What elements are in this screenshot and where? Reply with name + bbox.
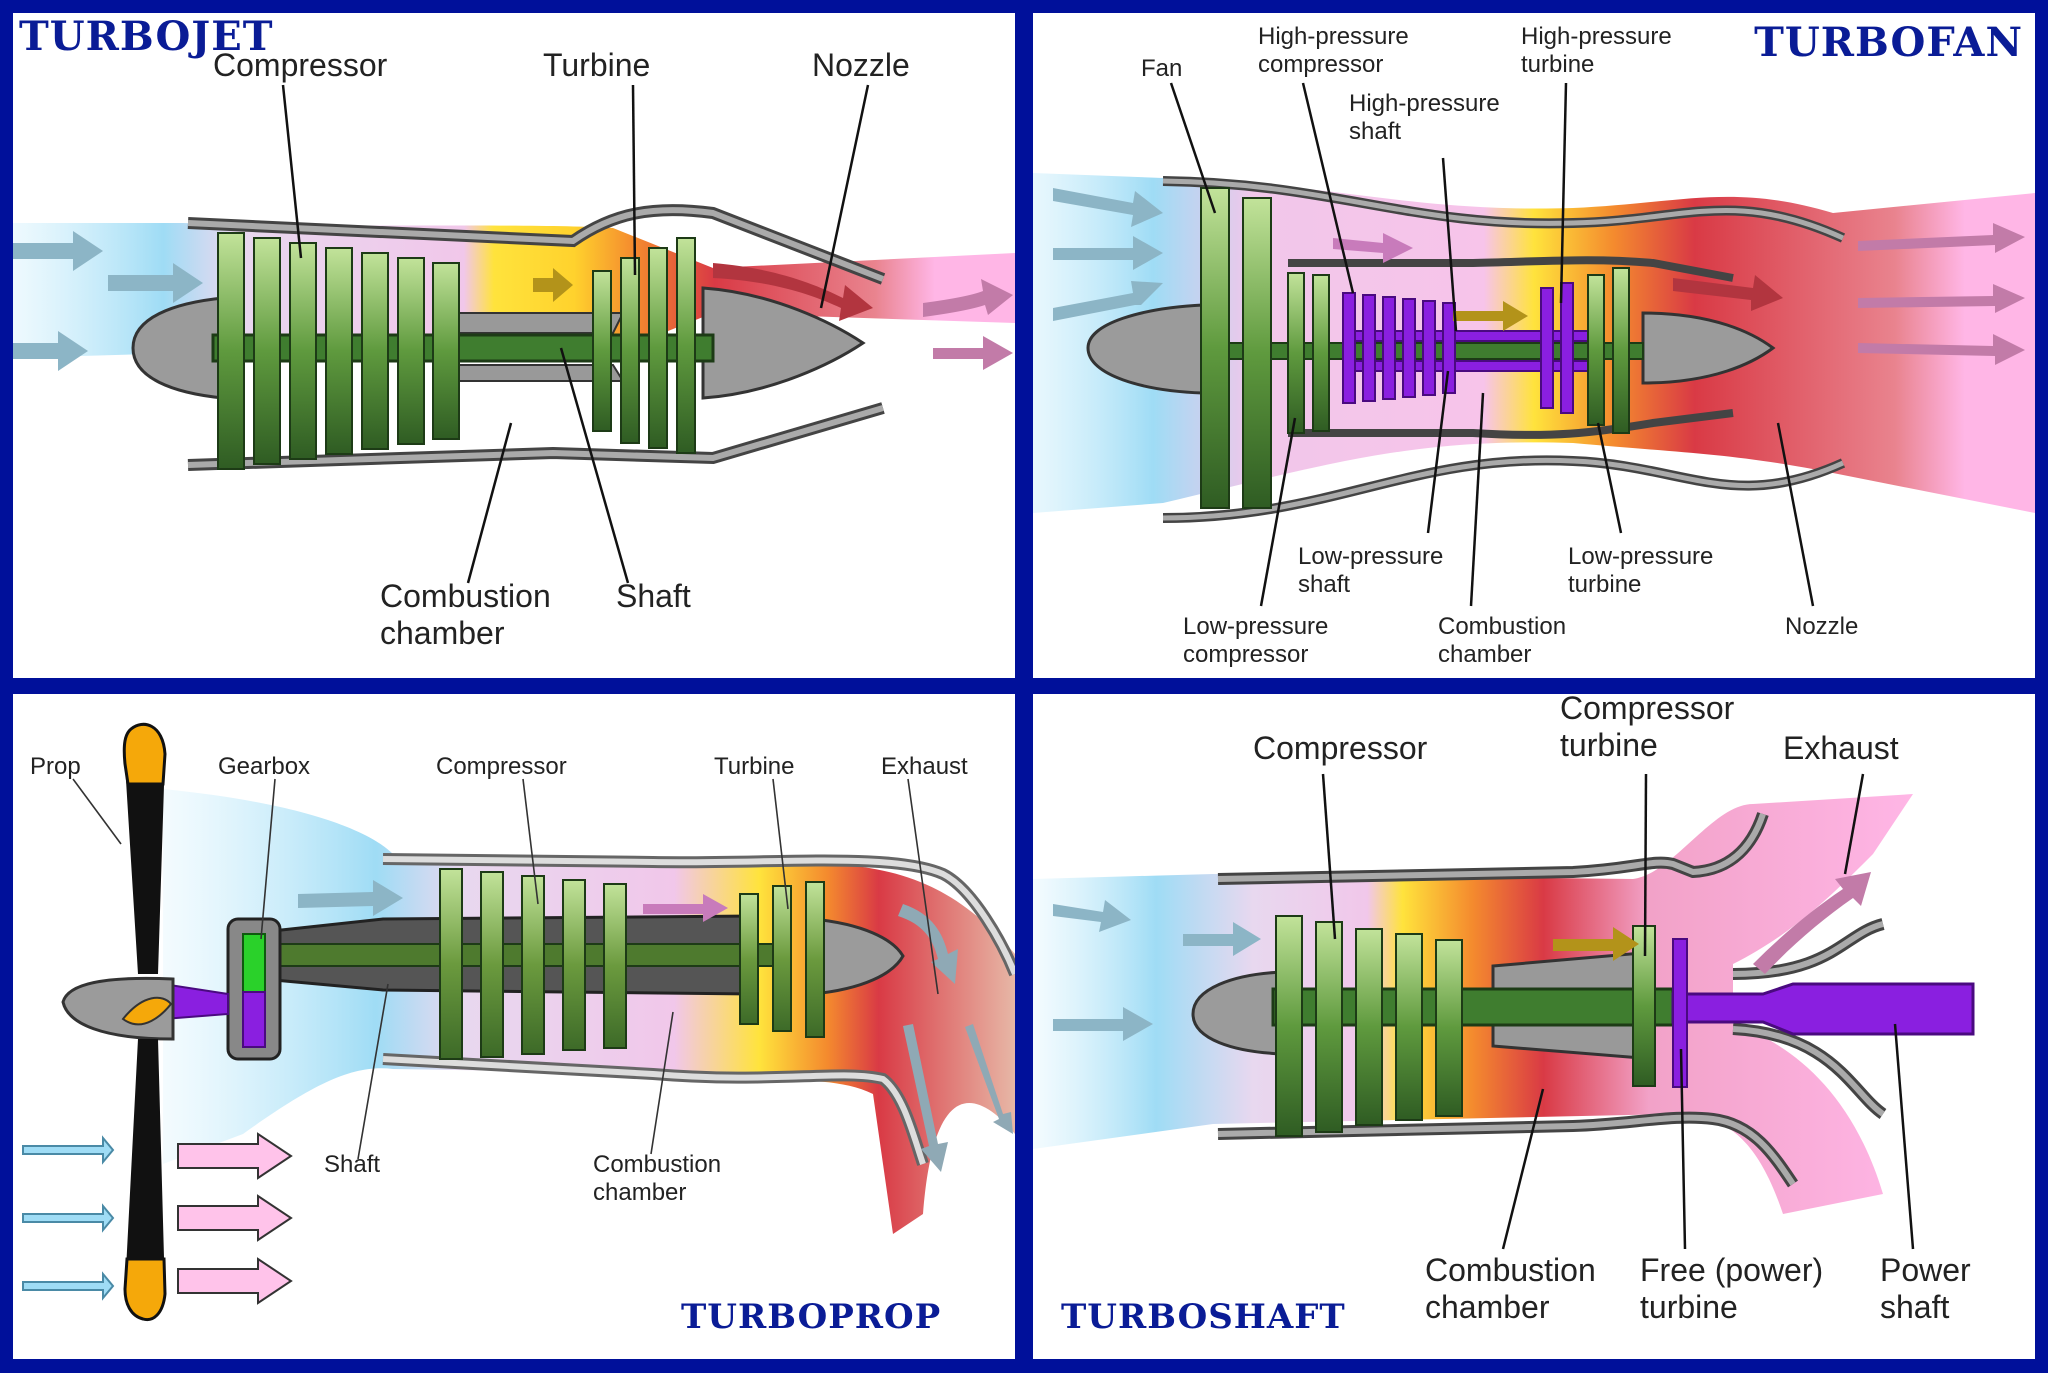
turbofan-nozzle-label: Nozzle xyxy=(1785,613,1859,640)
turbofan-combustion-arrow xyxy=(1453,301,1528,331)
turbojet-hot-arrow xyxy=(713,263,873,321)
turbojet-title: TURBOJET xyxy=(19,13,274,60)
turboprop-title: TURBOPROP xyxy=(681,1297,942,1337)
turbofan-leader-lines xyxy=(1169,82,1815,607)
turboprop-turbine-label: Turbine xyxy=(714,753,795,780)
turbofan-title: TURBOFAN xyxy=(1754,19,2023,66)
turboprop-exhaust-label: Exhaust xyxy=(881,753,968,780)
turboprop-gearbox-label: Gearbox xyxy=(218,753,311,780)
turboshaft-leader-lines xyxy=(1321,773,1915,1250)
turboprop-combustion-arrow xyxy=(643,894,728,922)
turbojet-nozzle-label: Nozzle xyxy=(812,47,910,83)
turbofan-lp-compressor-blades xyxy=(1287,272,1330,434)
turboshaft-combustion-arrow xyxy=(1553,927,1639,961)
turboprop-diagram xyxy=(22,722,1015,1322)
turbojet-compressor-label: Compressor xyxy=(213,47,388,83)
turbojet-turbine-blades xyxy=(592,237,696,454)
turboshaft-compressor-label: Compressor xyxy=(1253,730,1428,766)
turbofan-hot-arrow xyxy=(1673,275,1783,311)
turbojet-turbine-label: Turbine xyxy=(543,47,651,83)
turbojet-exhaust-arrows xyxy=(923,279,1013,370)
turboshaft-exhaust-arrow xyxy=(1753,872,1871,974)
turboprop-shaft-label: Shaft xyxy=(324,1151,381,1178)
turbojet-leader-lines xyxy=(281,84,870,584)
turbofan-diagram xyxy=(1033,82,2035,607)
turboprop-turbine-blades xyxy=(739,881,825,1038)
turboprop-intake-arrows xyxy=(22,1135,115,1301)
turboshaft-diagram xyxy=(1033,773,1975,1250)
turbofan-hp-turbine-blades xyxy=(1540,282,1574,414)
turboprop-leader-lines xyxy=(72,778,939,1160)
turbojet-tail-cone xyxy=(701,286,866,400)
turboshaft-power-shaft xyxy=(1671,982,1975,1036)
turbofan-tail-cone xyxy=(1641,311,1776,385)
turbofan-lp-turbine-blades xyxy=(1587,267,1630,434)
turboshaft-intake-arrows xyxy=(1053,900,1261,1041)
turboshaft-free-turbine xyxy=(1672,938,1688,1088)
turboprop-propeller-blade-top xyxy=(124,724,165,974)
turboshaft-title: TURBOSHAFT xyxy=(1061,1297,1346,1337)
turboshaft-free-turbine-label: Free (power)turbine xyxy=(1640,1252,1824,1325)
turboprop-intake-flow-arrow xyxy=(298,880,403,916)
turbojet-panel: TURBOJET Compressor Turbine Nozzle Combu… xyxy=(13,13,1015,678)
turboprop-tail-cone xyxy=(811,917,905,996)
turbofan-hp-compressor-blades xyxy=(1342,292,1456,404)
turbojet-intake-arrows xyxy=(13,231,203,371)
turboprop-propeller-blade-bottom xyxy=(125,1039,165,1320)
turboprop-compressor-blades xyxy=(439,868,627,1060)
turbojet-combustion-arrow xyxy=(533,268,573,302)
turboprop-thrust-arrows xyxy=(177,1132,293,1305)
turboprop-prop-label: Prop xyxy=(30,753,81,780)
turboprop-compressor-label: Compressor xyxy=(436,753,567,780)
turbofan-fan-blades xyxy=(1200,187,1272,509)
turbofan-fan-label: Fan xyxy=(1141,55,1183,82)
turboshaft-compressor-blades xyxy=(1275,915,1463,1137)
turboprop-panel: TURBOPROP Prop Gearbox Compressor Turbin… xyxy=(13,694,1015,1359)
turbofan-intake-arrows xyxy=(1053,188,1163,321)
turbojet-shaft-label: Shaft xyxy=(616,578,691,614)
turboprop-exhaust-arrows xyxy=(898,904,1013,1172)
turbojet-compressor-blades xyxy=(217,232,460,470)
turbojet-diagram xyxy=(13,84,1015,584)
turboshaft-exhaust-label: Exhaust xyxy=(1783,730,1899,766)
turbofan-bypass-arrow xyxy=(1333,233,1413,263)
turbofan-exhaust-arrows xyxy=(1858,223,2025,365)
